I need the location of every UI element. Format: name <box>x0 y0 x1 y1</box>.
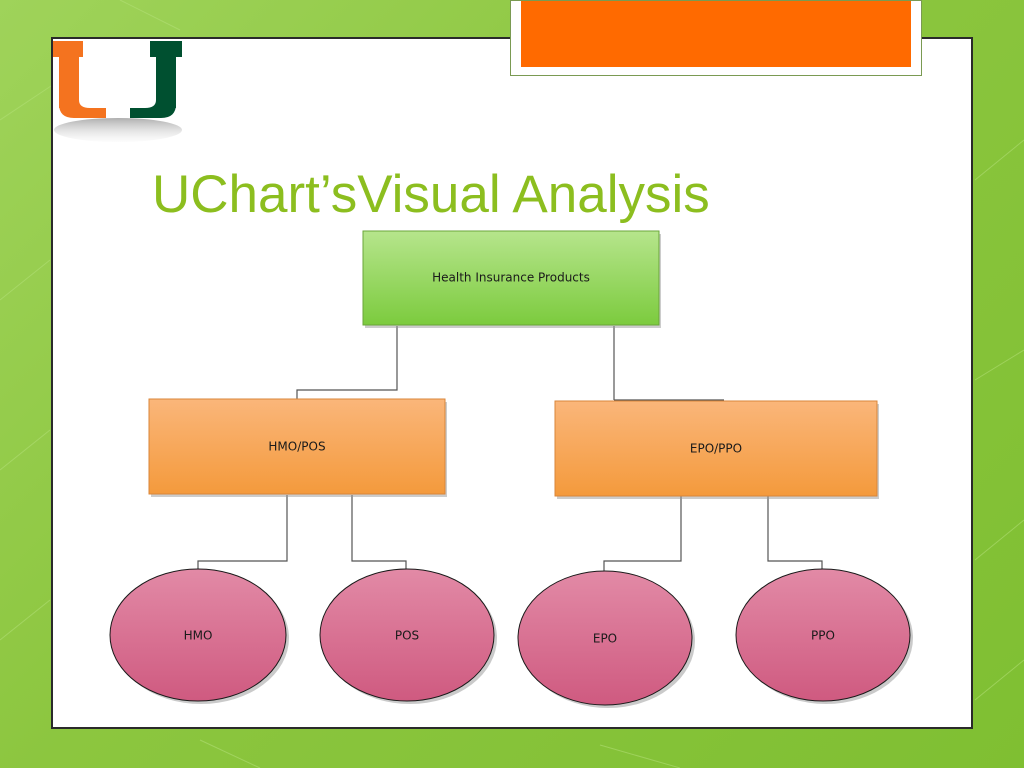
leaf-node-label: EPO <box>593 632 617 646</box>
root-node: Health Insurance Products <box>362 230 661 328</box>
category-node-epo-ppo: EPO/PPO <box>554 400 879 499</box>
leaf-node-pos: POS <box>319 568 497 704</box>
connector-hmo <box>197 495 288 571</box>
category-node-hmo-pos: HMO/POS <box>148 398 447 497</box>
leaf-node-label: POS <box>395 629 419 643</box>
leaf-node-epo: EPO <box>517 570 695 708</box>
connector-ppo <box>767 495 823 571</box>
connector-root-hmo-pos <box>296 326 398 400</box>
accent-tab-fill <box>521 1 911 67</box>
leaf-node-ppo: PPO <box>735 568 913 704</box>
leaf-node-label: HMO <box>184 629 213 643</box>
category-node-label: EPO/PPO <box>690 442 742 456</box>
category-node-label: HMO/POS <box>268 440 325 454</box>
connector-pos <box>351 495 407 571</box>
u-logo-icon <box>53 41 182 142</box>
slide-title: UChart’sVisual Analysis <box>152 165 710 224</box>
accent-tab <box>510 0 922 76</box>
leaf-node-label: PPO <box>811 629 835 643</box>
leaf-node-hmo: HMO <box>109 568 289 704</box>
connector-epo <box>603 495 682 571</box>
root-node-label: Health Insurance Products <box>432 271 590 285</box>
